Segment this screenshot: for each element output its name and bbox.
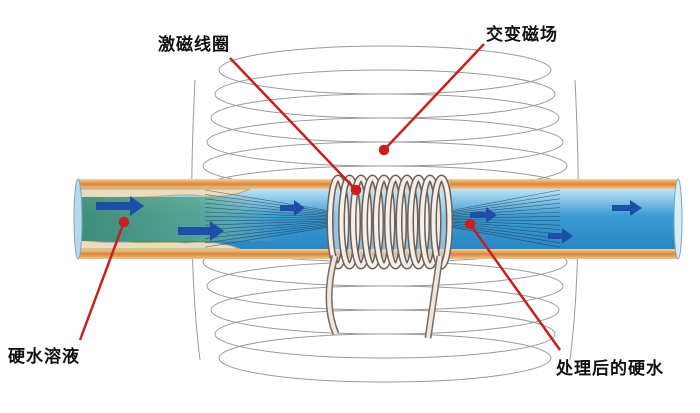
coil-windings xyxy=(326,174,453,270)
flow-arrows xyxy=(96,196,642,244)
field-line-left xyxy=(204,223,336,239)
pipe-right-end xyxy=(673,178,683,260)
field-lines-in-pipe xyxy=(204,189,561,248)
field-line-right xyxy=(444,220,561,226)
field-line-right xyxy=(444,202,561,216)
scale-deposit-bottom xyxy=(77,239,241,250)
coil-turn-highlight xyxy=(362,176,383,268)
field-line-right xyxy=(444,224,561,244)
flow-arrow-3 xyxy=(280,200,305,216)
field-line-left xyxy=(204,224,336,244)
label-hard-water: 硬水溶液 xyxy=(8,347,80,367)
flow-arrow-2 xyxy=(178,221,224,241)
field-line-left xyxy=(204,222,336,235)
field-ring xyxy=(214,309,556,359)
leader-lines xyxy=(78,43,562,351)
leader-coil-dot xyxy=(350,184,362,196)
field-line-right xyxy=(444,207,561,217)
field-line-right xyxy=(444,198,561,215)
leader-treated-water xyxy=(468,223,562,351)
label-alternating-field: 交变磁场 xyxy=(486,25,558,45)
field-line-right xyxy=(444,216,561,219)
field-line-left xyxy=(204,207,336,217)
coil-turn-highlight xyxy=(339,176,360,268)
field-line-left xyxy=(204,219,336,222)
coil-turn-highlight xyxy=(374,176,394,268)
pipe-left-end xyxy=(73,178,83,260)
coil-turn-highlight xyxy=(385,176,406,268)
field-line-right xyxy=(444,211,561,218)
field-line-left xyxy=(204,189,336,213)
field-line-right xyxy=(444,222,561,235)
label-excitation-coil: 激磁线圈 xyxy=(158,35,230,55)
leader-hard-water-dot xyxy=(118,216,130,228)
coil-lead-right-inner xyxy=(426,255,442,339)
field-line-left xyxy=(204,198,336,215)
flow-arrow-1 xyxy=(96,196,144,216)
leader-field xyxy=(383,43,485,151)
field-line-right xyxy=(444,189,561,213)
field-line-left xyxy=(204,225,336,248)
field-line-right xyxy=(444,225,561,248)
coil-turn-highlight xyxy=(408,176,429,268)
flow-arrow-6 xyxy=(612,200,642,216)
coil-turn-highlight xyxy=(420,176,440,268)
field-line-left xyxy=(204,211,336,218)
flow-arrow-5 xyxy=(548,228,573,244)
leader-hard-water xyxy=(78,221,126,341)
field-line-left xyxy=(204,194,336,214)
coil-turn-highlight xyxy=(351,176,371,268)
field-line-right xyxy=(444,219,561,222)
coil-lead-left-inner xyxy=(327,255,338,335)
excitation-coil xyxy=(325,174,453,339)
field-line-left xyxy=(204,216,336,219)
label-treated-water: 处理后的硬水 xyxy=(556,359,664,379)
field-line-left xyxy=(204,202,336,216)
field-line-left xyxy=(204,221,336,230)
field-line-left xyxy=(204,220,336,226)
leader-field-dot xyxy=(378,144,390,156)
field-ring xyxy=(218,333,552,383)
field-line-right xyxy=(444,221,561,230)
flow-arrow-4 xyxy=(470,207,497,223)
coil-turn-highlight xyxy=(397,176,417,268)
field-line-right xyxy=(444,223,561,239)
leader-treated-water-dot xyxy=(464,218,476,230)
field-line-right xyxy=(444,194,561,214)
coil-turn-highlight xyxy=(328,176,348,268)
leader-coil xyxy=(229,57,357,191)
